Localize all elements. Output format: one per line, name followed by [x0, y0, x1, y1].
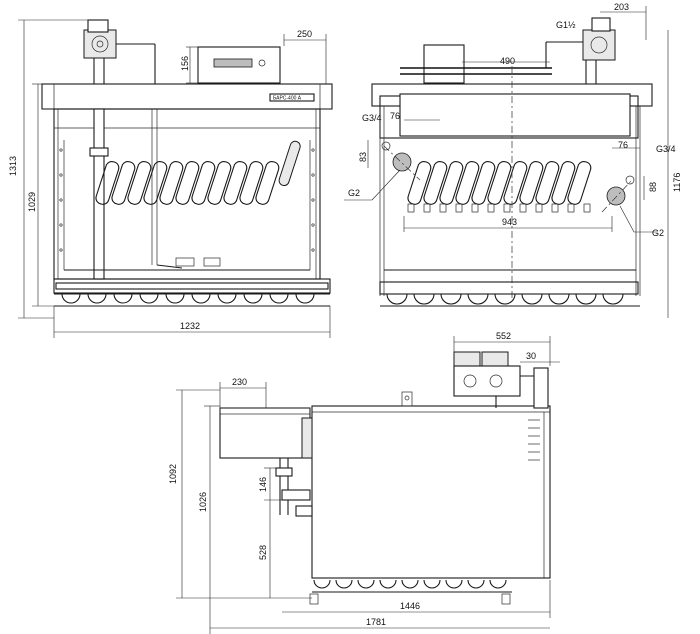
dim-1092: 1092 — [168, 464, 178, 484]
dim-156: 156 — [180, 56, 190, 71]
left-connection — [392, 152, 412, 172]
dim-146: 146 — [258, 477, 268, 492]
gas-inlet-label: G1½ — [556, 20, 576, 30]
side-control-box — [219, 407, 311, 459]
burner-tubes — [95, 140, 301, 205]
dim-1026: 1026 — [198, 492, 208, 512]
controller-box — [197, 46, 281, 84]
left-conn-label: G3/4 — [362, 113, 382, 123]
dim-1781: 1781 — [366, 617, 386, 627]
dim-552: 552 — [496, 331, 511, 341]
right-connection — [606, 186, 626, 206]
side-body — [311, 405, 551, 579]
dim-1313: 1313 — [8, 156, 18, 176]
rear-view: 203 G1½ 490 G3/4 76 76 G3/4 83 88 1176 G… — [344, 2, 682, 318]
dim-943: 943 — [502, 217, 517, 227]
right-g-label: G2 — [652, 228, 664, 238]
right-conn-label: G3/4 — [656, 144, 676, 154]
dim-30: 30 — [526, 351, 536, 361]
front-view: БАРС-400 А — [8, 19, 333, 338]
nameplate — [269, 93, 315, 102]
right-offset-label: 76 — [618, 140, 628, 150]
dim-1232: 1232 — [180, 321, 200, 331]
gas-valve-rear — [545, 17, 616, 84]
dim-88: 88 — [648, 182, 658, 192]
dim-490: 490 — [500, 56, 515, 66]
side-gas-train — [453, 351, 549, 409]
left-offset-label: 76 — [390, 111, 400, 121]
dim-230: 230 — [232, 377, 247, 387]
gas-valve-front — [83, 19, 156, 84]
dim-1176: 1176 — [672, 173, 682, 192]
dim-1029: 1029 — [27, 192, 37, 212]
side-view: 552 30 230 1092 1026 146 528 1446 1781 — [168, 331, 560, 634]
dim-203: 203 — [614, 2, 629, 12]
dim-528: 528 — [258, 545, 268, 560]
dim-83: 83 — [358, 152, 368, 162]
dim-250: 250 — [297, 29, 312, 39]
nameplate-text: БАРС-400 А — [273, 96, 302, 102]
dim-1446: 1446 — [400, 601, 420, 611]
left-g-label: G2 — [348, 188, 360, 198]
rear-burners — [407, 161, 592, 205]
